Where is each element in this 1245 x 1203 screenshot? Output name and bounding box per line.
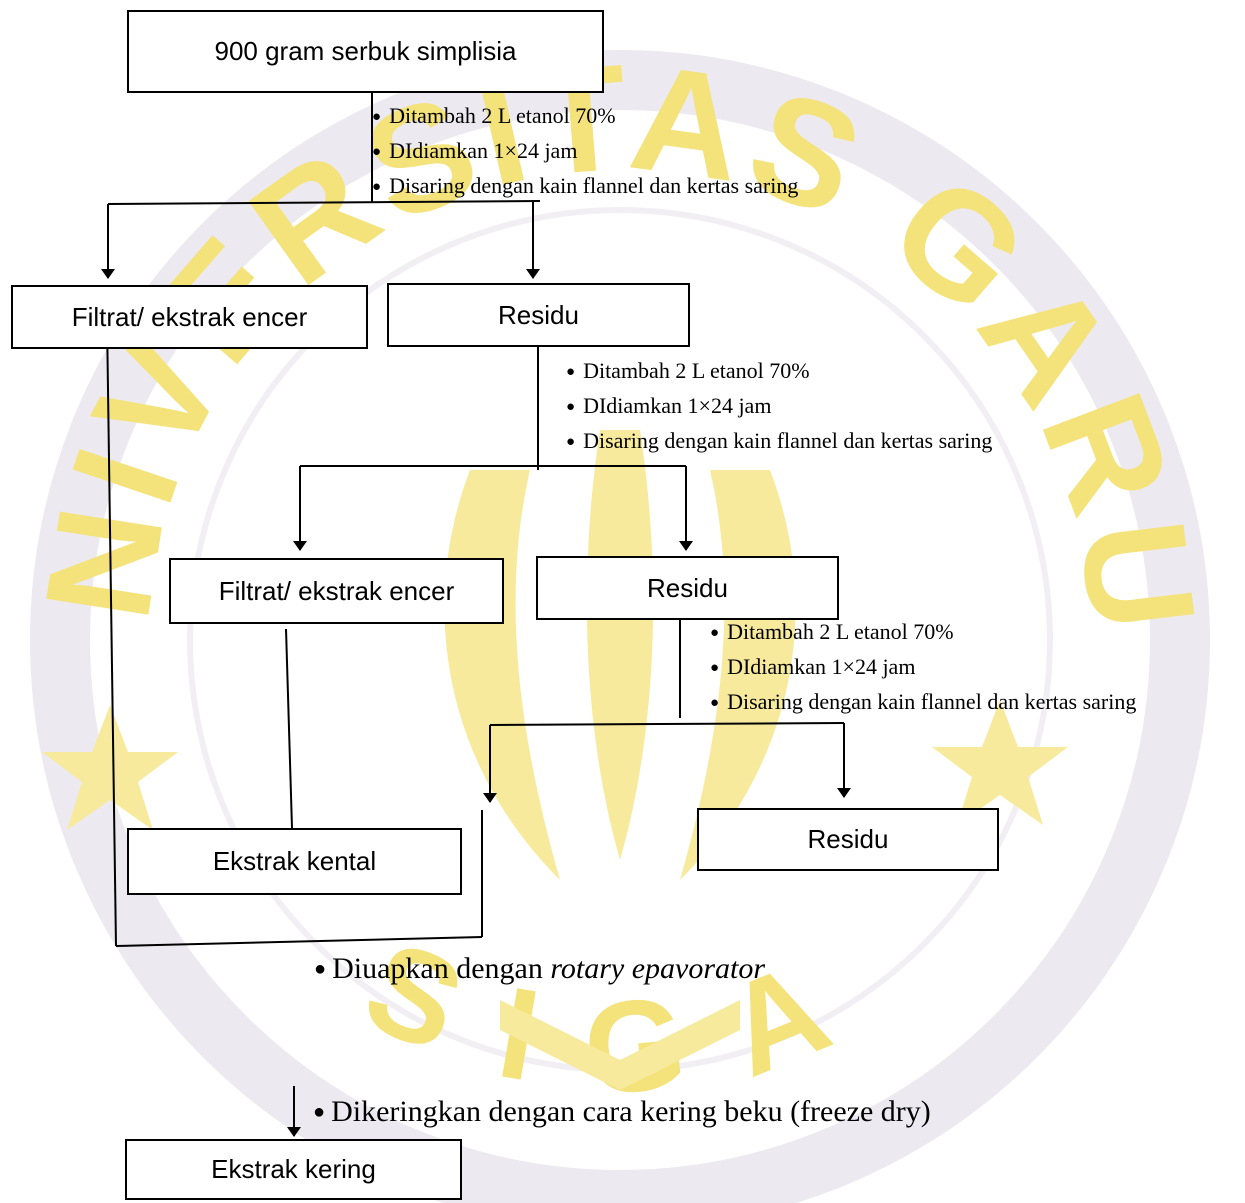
box-serbuk-simplisia: 900 gram serbuk simplisia bbox=[127, 10, 604, 93]
line-filtrat1-down bbox=[106, 319, 117, 947]
note-freeze-dry: ●Dikeringkan dengan cara kering beku (fr… bbox=[313, 1095, 931, 1129]
note-evaporate-text: Diuapkan dengan bbox=[332, 952, 551, 985]
step-item: Disaring dengan kain flannel dan kertas … bbox=[372, 170, 798, 205]
emblem-star-left bbox=[42, 705, 178, 830]
process-steps-3: Ditambah 2 L etanol 70% DIdiamkan 1×24 j… bbox=[710, 616, 1136, 721]
box-residu-3: Residu bbox=[697, 808, 999, 871]
step-item: DIdiamkan 1×24 jam bbox=[372, 135, 798, 170]
step-item: Ditambah 2 L etanol 70% bbox=[372, 100, 798, 135]
emblem-star-right bbox=[932, 700, 1068, 825]
step-item: DIdiamkan 1×24 jam bbox=[566, 390, 992, 425]
step-item: Disaring dengan kain flannel dan kertas … bbox=[566, 425, 992, 460]
step-item: Ditambah 2 L etanol 70% bbox=[710, 616, 1136, 651]
seal-outer-ring bbox=[30, 50, 1210, 1203]
box-filtrat-1: Filtrat/ ekstrak encer bbox=[11, 285, 368, 349]
process-steps-1: Ditambah 2 L etanol 70% DIdiamkan 1×24 j… bbox=[372, 100, 798, 205]
merge-line bbox=[115, 936, 483, 947]
bullet-icon: ● bbox=[313, 1101, 326, 1123]
bullet-icon: ● bbox=[314, 958, 327, 980]
process-steps-2: Ditambah 2 L etanol 70% DIdiamkan 1×24 j… bbox=[566, 355, 992, 460]
emblem-book bbox=[500, 1000, 740, 1090]
box-ekstrak-kental: Ekstrak kental bbox=[127, 828, 462, 895]
box-filtrat-2: Filtrat/ ekstrak encer bbox=[169, 558, 504, 624]
box-ekstrak-kering: Ekstrak kering bbox=[125, 1139, 462, 1200]
note-freeze-dry-text: Dikeringkan dengan cara kering beku (fre… bbox=[331, 1095, 931, 1128]
step-item: DIdiamkan 1×24 jam bbox=[710, 651, 1136, 686]
note-evaporate: ●Diuapkan dengan rotary epavorator bbox=[314, 952, 765, 986]
step-item: Disaring dengan kain flannel dan kertas … bbox=[710, 686, 1136, 721]
box-residu-1: Residu bbox=[387, 283, 690, 347]
step-item: Ditambah 2 L etanol 70% bbox=[566, 355, 992, 390]
note-evaporate-method: rotary epavorator bbox=[550, 952, 766, 985]
emblem-leaf-center bbox=[586, 430, 654, 860]
split-line-3 bbox=[489, 722, 845, 726]
line-filtrat2-down bbox=[285, 628, 293, 829]
box-residu-2: Residu bbox=[536, 556, 839, 620]
